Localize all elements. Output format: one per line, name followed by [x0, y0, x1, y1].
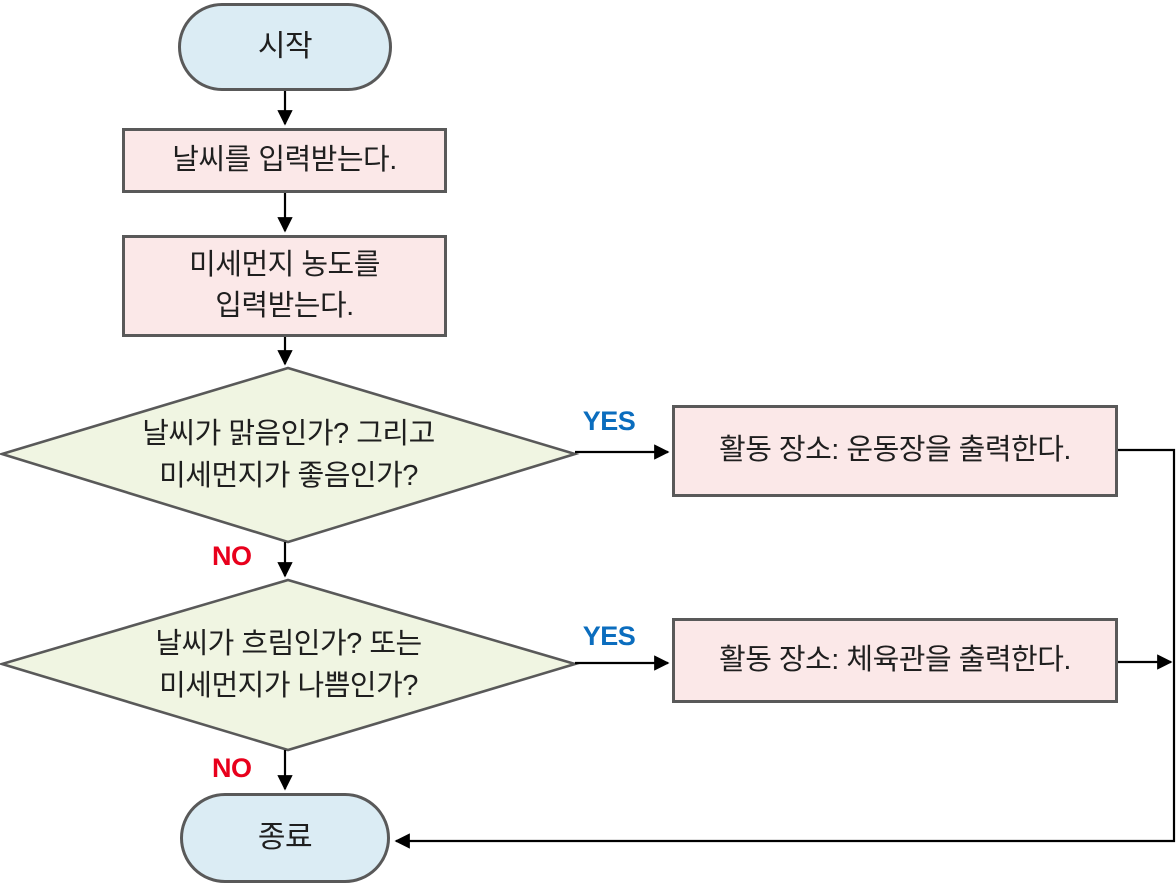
- decision-sunny-diamond: [0, 366, 580, 544]
- input-weather-node: 날씨를 입력받는다.: [122, 128, 447, 193]
- decision2-yes-label: YES: [582, 621, 636, 651]
- start-node: 시작: [178, 3, 392, 91]
- decision-cloudy-label: 날씨가 흐림인가? 또는 미세먼지가 나쁨인가?: [155, 627, 422, 702]
- edge-output-playground-to-end: [394, 448, 1176, 849]
- output-gym-node: 활동 장소: 체육관을 출력한다.: [672, 618, 1118, 703]
- decision2-no-label: NO: [212, 753, 252, 783]
- decision-cloudy-diamond: [0, 578, 580, 752]
- output-playground-node: 활동 장소: 운동장을 출력한다.: [672, 405, 1118, 497]
- decision1-no-label: NO: [212, 541, 252, 571]
- decision-sunny-label: 날씨가 맑음인가? 그리고 미세먼지가 좋음인가?: [142, 417, 435, 492]
- decision1-yes-label: YES: [582, 406, 636, 436]
- input-dust-node: 미세먼지 농도를 입력받는다.: [122, 235, 447, 337]
- end-node: 종료: [180, 793, 390, 883]
